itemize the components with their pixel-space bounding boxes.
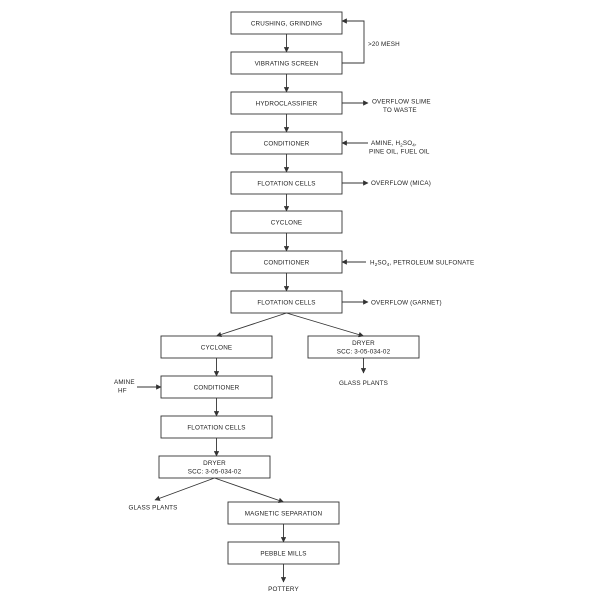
glass-plants-1-label: GLASS PLANTS bbox=[339, 380, 388, 387]
box-conditioner-3: CONDITIONER bbox=[160, 375, 273, 399]
pine-oil-label: PINE OIL, FUEL OIL bbox=[369, 149, 430, 156]
hf-label: HF bbox=[118, 388, 127, 395]
amine-comma: , bbox=[415, 140, 417, 147]
box-cyclone-1: CYCLONE bbox=[230, 210, 343, 234]
cyclone-2-label: CYCLONE bbox=[201, 345, 233, 352]
hydroclassifier-label: HYDROCLASSIFIER bbox=[256, 101, 318, 108]
amine-2-label: AMINE bbox=[114, 379, 135, 386]
magnetic-separation-label: MAGNETIC SEPARATION bbox=[245, 511, 323, 518]
arrow-dryer-2-to-magnetic bbox=[214, 477, 285, 503]
to-waste-label: TO WASTE bbox=[383, 107, 417, 114]
dryer-1-title: DRYER bbox=[352, 340, 375, 347]
arrow-split-to-cyclone bbox=[215, 312, 287, 338]
box-magnetic-separation: MAGNETIC SEPARATION bbox=[227, 501, 340, 525]
box-dryer-1: DRYER SCC: 3-05-034-02 bbox=[307, 335, 420, 359]
conditioner-1-label: CONDITIONER bbox=[264, 141, 310, 148]
h2so4-reagent-label: H2SO4, PETROLEUM SULFONATE bbox=[370, 260, 474, 268]
box-cyclone-2: CYCLONE bbox=[160, 335, 273, 359]
box-hydroclassifier: HYDROCLASSIFIER bbox=[230, 91, 343, 115]
vibrating-screen-label: VIBRATING SCREEN bbox=[255, 61, 319, 68]
amine-text: AMINE, H bbox=[371, 140, 400, 147]
crushing-grinding-label: CRUSHING, GRINDING bbox=[251, 21, 322, 28]
h2so4-so: SO bbox=[377, 260, 386, 267]
h2so4-sub-4: 4 bbox=[387, 262, 390, 267]
box-conditioner-2: CONDITIONER bbox=[230, 250, 343, 274]
overflow-slime-label: OVERFLOW SLIME bbox=[372, 99, 431, 106]
arrow-dryer-2-to-glass-plants bbox=[154, 477, 215, 501]
overflow-mica-label: OVERFLOW (MICA) bbox=[371, 180, 431, 187]
flotation-cells-3-label: FLOTATION CELLS bbox=[187, 425, 245, 432]
h2so4-h: H bbox=[370, 260, 375, 267]
dryer-1-scc: SCC: 3-05-034-02 bbox=[337, 349, 391, 356]
conditioner-2-label: CONDITIONER bbox=[264, 260, 310, 267]
amine-sub-2: 2 bbox=[400, 143, 403, 148]
flotation-cells-1-label: FLOTATION CELLS bbox=[257, 181, 315, 188]
box-vibrating-screen: VIBRATING SCREEN bbox=[230, 51, 343, 75]
pebble-mills-label: PEBBLE MILLS bbox=[260, 551, 306, 558]
mesh-label: >20 MESH bbox=[368, 41, 400, 48]
conditioner-3-label: CONDITIONER bbox=[194, 385, 240, 392]
dryer-2-scc: SCC: 3-05-034-02 bbox=[188, 469, 242, 476]
dryer-2-title: DRYER bbox=[203, 460, 226, 467]
box-flotation-cells-2: FLOTATION CELLS bbox=[230, 290, 343, 314]
amine-sub-4: 4 bbox=[412, 143, 415, 148]
box-flotation-cells-3: FLOTATION CELLS bbox=[160, 415, 273, 439]
box-crushing-grinding: CRUSHING, GRINDING bbox=[230, 11, 343, 35]
overflow-garnet-label: OVERFLOW (GARNET) bbox=[371, 300, 442, 307]
amine-reagent-label: AMINE, H2SO4, bbox=[371, 140, 417, 148]
box-pebble-mills: PEBBLE MILLS bbox=[227, 541, 340, 565]
box-flotation-cells-1: FLOTATION CELLS bbox=[230, 171, 343, 195]
cyclone-1-label: CYCLONE bbox=[271, 220, 303, 227]
pottery-label: POTTERY bbox=[268, 586, 299, 593]
glass-plants-2-label: GLASS PLANTS bbox=[128, 505, 177, 512]
amine-so: SO bbox=[403, 140, 412, 147]
box-dryer-2: DRYER SCC: 3-05-034-02 bbox=[158, 455, 271, 479]
flotation-cells-2-label: FLOTATION CELLS bbox=[257, 300, 315, 307]
box-conditioner-1: CONDITIONER bbox=[230, 131, 343, 155]
h2so4-sub-2: 2 bbox=[375, 262, 378, 267]
recycle-loop-arrow bbox=[341, 18, 365, 64]
arrow-split-to-dryer bbox=[286, 312, 365, 338]
h2so4-rest: , PETROLEUM SULFONATE bbox=[389, 260, 474, 267]
